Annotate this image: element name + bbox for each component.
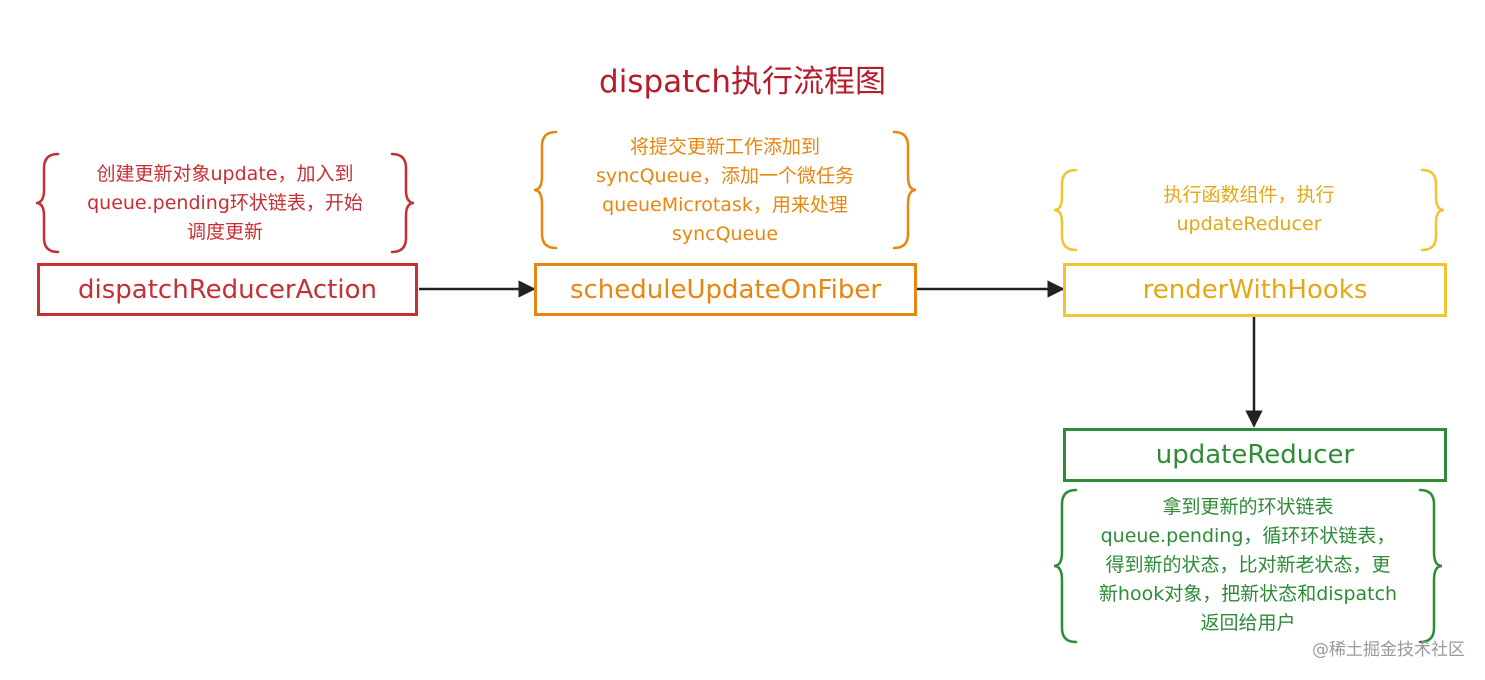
node-label: dispatchReducerAction: [78, 274, 377, 305]
note-line: 执行函数组件，执行: [1163, 184, 1335, 206]
note-update-reducer: 拿到更新的环状链表 queue.pending，循环环状链表， 得到新的状态，比…: [1064, 493, 1432, 638]
brace-left-schedule: [533, 130, 558, 250]
node-label: updateReducer: [1155, 440, 1355, 470]
note-line: syncQueue，添加一个微任务: [595, 165, 855, 187]
note-line: syncQueue: [671, 223, 779, 245]
brace-right-schedule: [892, 130, 917, 250]
brace-left-render: [1053, 168, 1078, 252]
node-label: renderWithHooks: [1142, 275, 1368, 305]
note-line: queueMicrotask，用来处理: [602, 194, 848, 216]
note-dispatch-reducer-action: 创建更新对象update，加入到 queue.pending环状链表，开始 调度…: [55, 160, 395, 247]
brace-left-update: [1053, 488, 1078, 644]
note-line: 调度更新: [186, 221, 263, 243]
note-line: 新hook对象，把新状态和dispatch: [1098, 583, 1398, 605]
note-line: updateReducer: [1176, 213, 1322, 235]
brace-left-dispatch: [35, 152, 60, 254]
note-line: 创建更新对象update，加入到: [96, 163, 354, 185]
note-line: 得到新的状态，比对新老状态，更: [1105, 554, 1391, 576]
node-update-reducer: updateReducer: [1063, 428, 1447, 482]
note-line: 将提交更新工作添加到: [629, 136, 820, 158]
brace-right-update: [1418, 488, 1443, 644]
node-label: scheduleUpdateOnFiber: [569, 274, 882, 305]
brace-right-render: [1420, 168, 1445, 252]
note-line: queue.pending环状链表，开始: [87, 192, 363, 214]
note-schedule-update-on-fiber: 将提交更新工作添加到 syncQueue，添加一个微任务 queueMicrot…: [552, 133, 898, 249]
watermark: @稀土掘金技术社区: [1312, 640, 1465, 660]
node-render-with-hooks: renderWithHooks: [1063, 263, 1447, 317]
node-dispatch-reducer-action: dispatchReducerAction: [37, 263, 418, 316]
note-line: 返回给用户: [1200, 612, 1296, 634]
note-line: 拿到更新的环状链表: [1162, 496, 1334, 518]
note-line: queue.pending，循环环状链表，: [1100, 525, 1396, 547]
brace-right-dispatch: [390, 152, 415, 254]
node-schedule-update-on-fiber: scheduleUpdateOnFiber: [534, 263, 917, 316]
diagram-title: dispatch执行流程图: [599, 64, 886, 100]
note-render-with-hooks: 执行函数组件，执行 updateReducer: [1072, 181, 1426, 239]
